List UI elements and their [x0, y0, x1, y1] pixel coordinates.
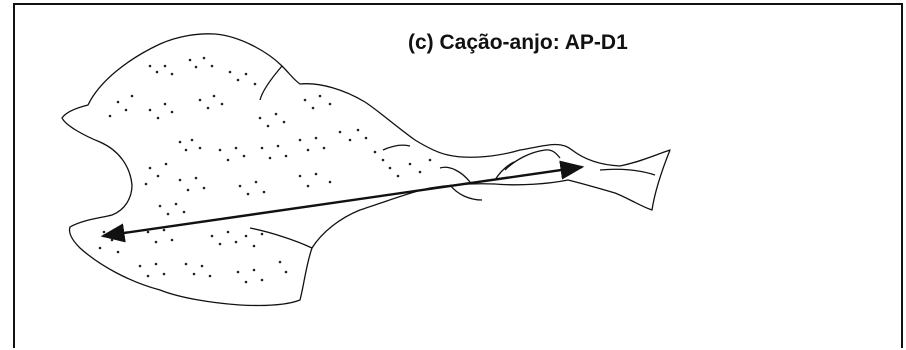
- angel-shark-outline-icon: [62, 34, 670, 306]
- measurement-arrow-icon: [103, 167, 582, 236]
- body-texture: [99, 57, 432, 284]
